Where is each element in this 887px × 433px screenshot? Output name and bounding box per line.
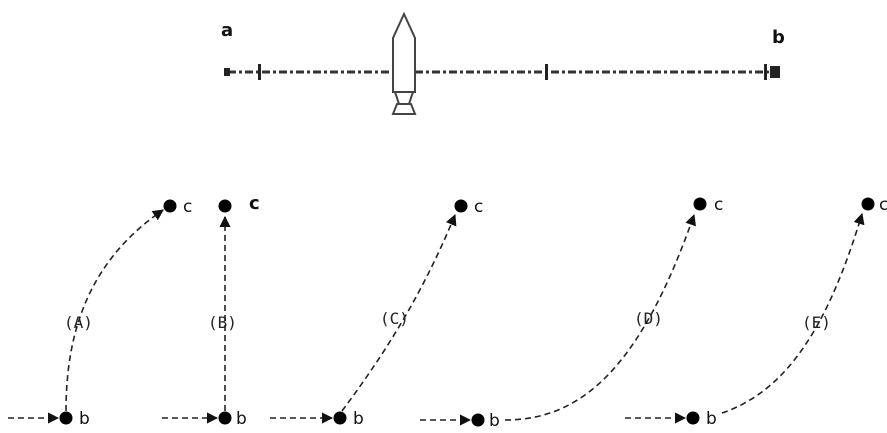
point-c-label: c [879, 195, 887, 215]
path-option-e: b c (E) [625, 195, 887, 429]
path-option-a: b c (A) [8, 197, 192, 429]
point-b-label: b [353, 409, 364, 429]
path-label-b: (B) [208, 313, 237, 332]
track-tick [258, 64, 261, 80]
trajectory-e [721, 212, 865, 414]
point-b [686, 411, 700, 425]
point-b-label: b [489, 411, 500, 431]
point-c-label: c [714, 195, 723, 215]
label-b: b [772, 27, 785, 48]
track-diagram: a b [221, 11, 785, 115]
point-c-label: c [183, 197, 192, 217]
point-b-label: b [79, 409, 90, 429]
point-b [218, 411, 232, 425]
track-end-a [224, 68, 230, 76]
point-b-label: b [236, 409, 247, 429]
trajectory-c [341, 213, 457, 412]
spaceship-icon [391, 11, 417, 115]
point-c-label: c [249, 193, 260, 214]
point-b-label: b [706, 409, 717, 429]
path-label-c: (C) [380, 309, 409, 328]
path-label-d: (D) [634, 309, 663, 328]
trajectory-d [504, 213, 696, 421]
point-c [163, 199, 177, 213]
track-tick [764, 64, 767, 80]
path-option-c: b c (C) [270, 197, 483, 429]
point-c [861, 197, 875, 211]
path-label-e: (E) [802, 313, 831, 332]
point-c-label: c [474, 197, 483, 217]
path-option-b: b c (B) [162, 193, 260, 429]
track-end-b [770, 66, 780, 78]
point-b [471, 413, 485, 427]
point-c [454, 199, 468, 213]
trajectory-a [65, 209, 164, 412]
point-c [693, 197, 707, 211]
path-label-a: (A) [64, 313, 93, 332]
label-a: a [221, 20, 233, 41]
point-b [59, 411, 73, 425]
point-b [333, 411, 347, 425]
path-option-d: b c (D) [420, 195, 723, 431]
point-c [218, 199, 232, 213]
track-tick [545, 64, 548, 80]
